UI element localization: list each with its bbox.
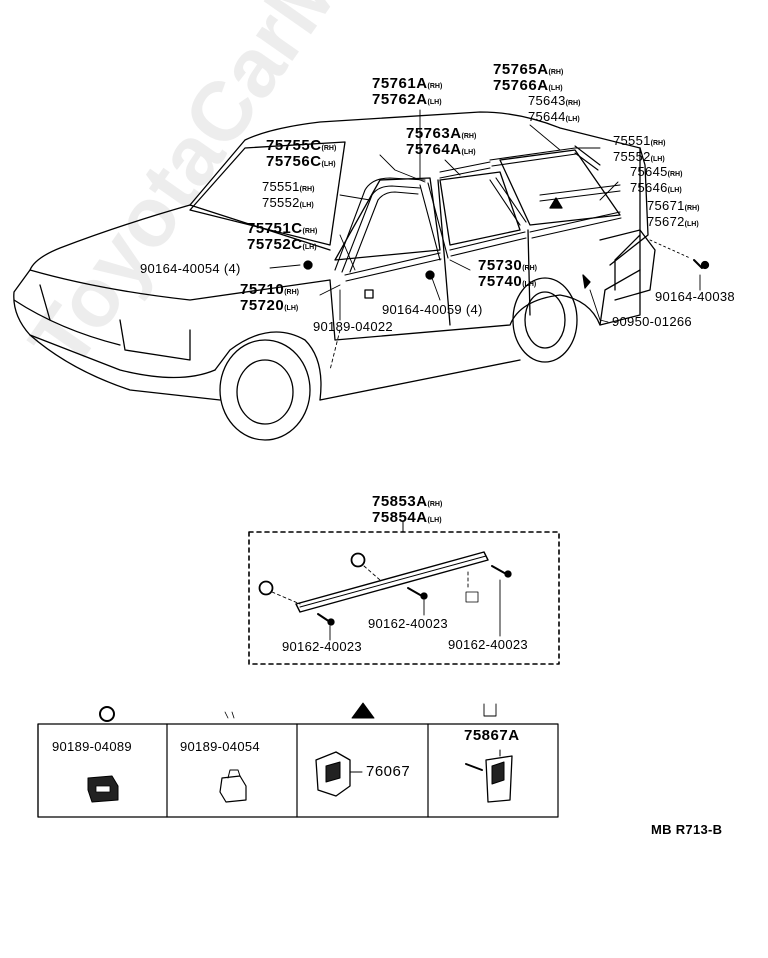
- label-90950-01266: 90950-01266: [612, 314, 692, 329]
- label-75646: 75646(LH): [630, 180, 682, 195]
- label-75751c: 75751C(RH): [247, 220, 318, 237]
- label-75763a: 75763A(RH): [406, 125, 477, 142]
- label-75740: 75740(LH): [478, 273, 537, 290]
- assembly-box: [248, 521, 560, 665]
- label-75720: 75720(LH): [240, 297, 299, 314]
- label-75752c: 75752C(LH): [247, 236, 317, 253]
- label-90164-40054: 90164-40054 (4): [140, 261, 241, 276]
- leader-lines: [269, 109, 701, 371]
- label-75730: 75730(RH): [478, 257, 537, 274]
- label-90164-40038: 90164-40038: [655, 289, 735, 304]
- hardware-icons: [303, 197, 710, 299]
- legend-part-75867a: 75867A: [464, 727, 520, 744]
- label-75644: 75644(LH): [528, 109, 580, 124]
- label-75551-left: 75551(RH): [262, 179, 315, 194]
- label-75853a: 75853A(RH): [372, 493, 443, 510]
- label-90189-04022: 90189-04022: [313, 319, 393, 334]
- label-75552-left: 75552(LH): [262, 195, 314, 210]
- legend-part-76067: 76067: [366, 763, 411, 780]
- label-75671: 75671(RH): [647, 198, 700, 213]
- label-75643: 75643(RH): [528, 93, 581, 108]
- legend-part-90189-04089: 90189-04089: [52, 739, 132, 754]
- label-75672: 75672(LH): [647, 214, 699, 229]
- label-75710: 75710(RH): [240, 281, 299, 298]
- mouldings: [334, 145, 622, 282]
- label-75761a: 75761A(RH): [372, 75, 443, 92]
- label-screw-right: 90162-40023: [448, 637, 528, 652]
- label-75551-right: 75551(RH): [613, 133, 666, 148]
- car-body-outline: [13, 111, 656, 441]
- label-75766a: 75766A(LH): [493, 77, 563, 94]
- label-75764a: 75764A(LH): [406, 141, 476, 158]
- label-75552-right: 75552(LH): [613, 149, 665, 164]
- drawing-code: MB R713-B: [651, 822, 723, 837]
- legend-table: [37, 702, 559, 818]
- label-screw-left: 90162-40023: [282, 639, 362, 654]
- label-75755c: 75755C(RH): [266, 137, 337, 154]
- label-75756c: 75756C(LH): [266, 153, 336, 170]
- label-75765a: 75765A(RH): [493, 61, 564, 78]
- legend-part-90189-04054: 90189-04054: [180, 739, 260, 754]
- label-90164-40059: 90164-40059 (4): [382, 302, 483, 317]
- label-75645: 75645(RH): [630, 164, 683, 179]
- label-75854a: 75854A(LH): [372, 509, 442, 526]
- label-screw-mid: 90162-40023: [368, 616, 448, 631]
- label-75762a: 75762A(LH): [372, 91, 442, 108]
